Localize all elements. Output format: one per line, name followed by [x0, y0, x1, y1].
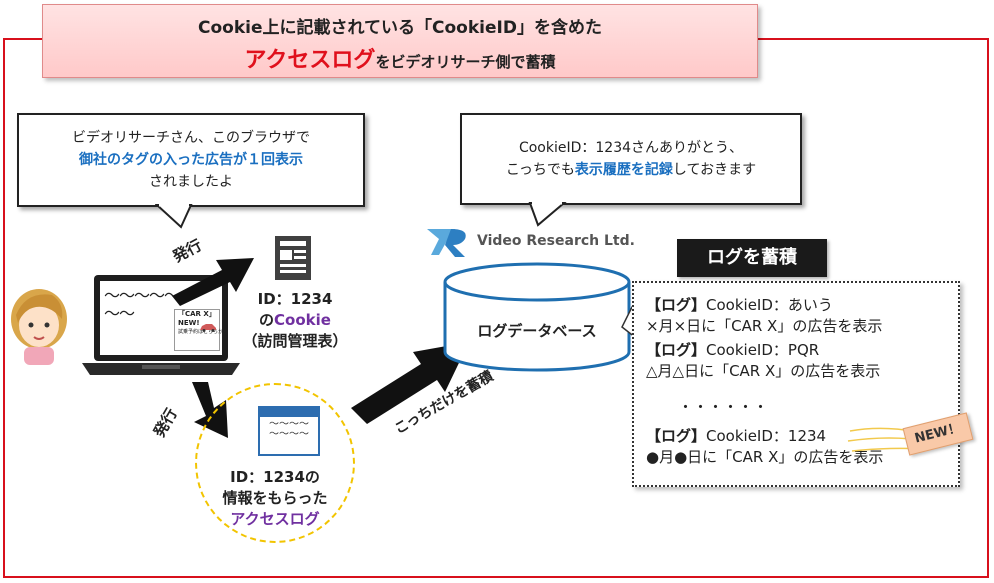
access-log-doc-wave1: ～～～～: [269, 419, 309, 430]
log-entry-2-id: CookieID：PQR: [706, 341, 820, 359]
user-speech-bubble: ビデオリサーチさん、このブラウザで 御社のタグの入った広告が１回表示 されました…: [17, 113, 365, 207]
log-entry-1-head: 【ログ】: [646, 296, 707, 314]
laptop-screen-text: ～～～～～ ～～: [104, 286, 180, 323]
access-log-line2: 情報をもらった: [222, 489, 328, 507]
video-research-logo: Video Research Ltd.: [425, 225, 635, 259]
cookie-prefix: の: [259, 311, 275, 329]
access-log-label: ID：1234の 情報をもらった アクセスログ: [205, 467, 345, 530]
title-banner: Cookie上に記載されている「CookieID」を含めた アクセスログをビデオ…: [42, 4, 758, 78]
access-log-circle: [195, 383, 355, 543]
laptop-wave2: ～～: [104, 304, 135, 323]
ad-line1: 「CAR X」: [178, 310, 216, 318]
accumulate-arrow-icon: [351, 342, 469, 424]
cookie-highlight: Cookie: [274, 311, 331, 329]
issue-arrow-1-icon: [172, 258, 254, 306]
log-panel: 【ログ】CookieID：あいう ×月×日に「CAR X」の広告を表示 【ログ】…: [632, 281, 960, 487]
vr-bubble-line1: CookieID：1234さんありがとう、: [518, 140, 744, 156]
database-icon: [443, 262, 631, 372]
laptop-wave1: ～～～～～: [104, 286, 180, 305]
access-log-line1: ID：1234の: [230, 468, 320, 486]
vr-speech-bubble: CookieID：1234さんありがとう、 こっちでも表示履歴を記録しておきます: [460, 113, 802, 205]
user-bubble-line3: されましたよ: [149, 174, 233, 190]
user-bubble-line2: 御社のタグの入った広告が１回表示: [79, 152, 303, 168]
log-entry-3: 【ログ】CookieID：1234 ●月●日に「CAR X」の広告を表示: [646, 426, 883, 468]
log-entry-2-head: 【ログ】: [646, 341, 707, 359]
title-line2: アクセスログをビデオリサーチ側で蓄積: [43, 42, 757, 74]
car-icon: [200, 324, 216, 332]
log-entry-1: 【ログ】CookieID：あいう ×月×日に「CAR X」の広告を表示: [646, 295, 882, 337]
log-entry-3-id: CookieID：1234: [706, 427, 827, 445]
access-log-line3: アクセスログ: [230, 510, 320, 528]
user-bubble-tail: [155, 203, 193, 229]
cookie-id: ID：1234: [257, 290, 333, 308]
log-entry-3-head: 【ログ】: [646, 427, 707, 445]
access-log-document-icon: ～～～～ ～～～～: [258, 406, 320, 456]
vr-logo-mark-icon: [427, 229, 466, 257]
title-line1: Cookie上に記載されている「CookieID」を含めた: [198, 18, 602, 38]
ad-line2: NEW!: [178, 319, 200, 327]
title-highlight: アクセスログ: [244, 48, 376, 73]
log-entry-3-detail: ●月●日に「CAR X」の広告を表示: [646, 448, 884, 466]
vr-bubble-tail: [528, 201, 567, 227]
log-entry-2-detail: △月△日に「CAR X」の広告を表示: [646, 362, 881, 380]
log-entry-1-detail: ×月×日に「CAR X」の広告を表示: [646, 317, 883, 335]
log-ellipsis: ・・・・・・: [678, 398, 769, 416]
log-entry-1-id: CookieID：あいう: [706, 296, 833, 314]
cookie-label: ID：1234 のCookie （訪問管理表）: [225, 289, 365, 352]
woman-avatar-icon: [11, 289, 67, 365]
cookie-document-icon: [275, 236, 311, 280]
access-log-doc-wave2: ～～～～: [269, 429, 309, 440]
database-label: ログデータベース: [477, 322, 597, 340]
vr-bubble-suffix: しておきます: [672, 162, 757, 178]
title-rest: をビデオリサーチ側で蓄積: [375, 53, 556, 71]
vr-logo-text: Video Research Ltd.: [477, 233, 635, 249]
vr-bubble-highlight: 表示履歴を記録: [574, 162, 673, 178]
log-entry-2: 【ログ】CookieID：PQR △月△日に「CAR X」の広告を表示: [646, 340, 880, 382]
cookie-line2: のCookie: [225, 310, 365, 331]
vr-bubble-line2: こっちでも表示履歴を記録しておきます: [462, 159, 800, 181]
vr-bubble-prefix: こっちでも: [505, 162, 575, 178]
log-accumulate-tag: ログを蓄積: [677, 239, 827, 277]
cookie-line3: （訪問管理表）: [242, 332, 348, 350]
car-x-ad: 「CAR X」 NEW! 試乗予約はこちらから: [174, 309, 229, 351]
user-bubble-line1: ビデオリサーチさん、このブラウザで: [72, 130, 310, 146]
ad-line3: 試乗予約はこちらから: [178, 329, 229, 335]
